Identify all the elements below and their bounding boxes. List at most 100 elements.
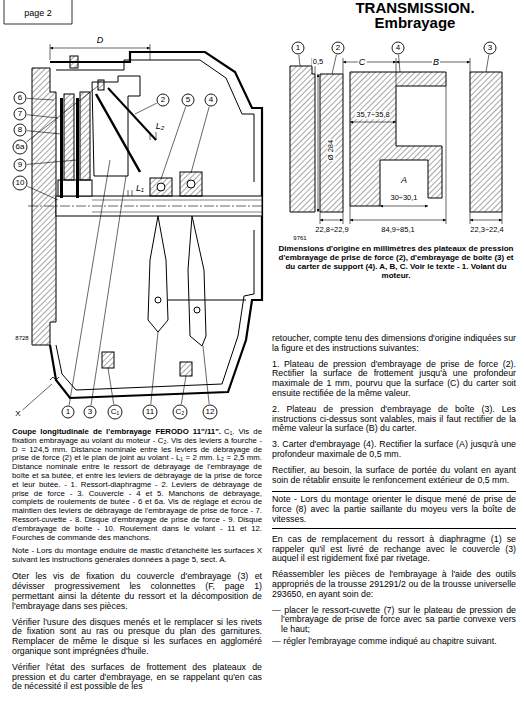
list-item: — placer le ressort-cuvette (7) sur le p…: [272, 606, 516, 635]
callout-number: 1: [296, 44, 300, 52]
callout-number: 10: [16, 179, 25, 187]
diaphragm-spring: [96, 94, 140, 172]
leader-line: [173, 405, 187, 419]
leader-line: [399, 55, 400, 72]
release-sleeve: [157, 183, 165, 191]
callout-number: 5: [186, 96, 190, 104]
note: Note - Lors du montage orienter le disqu…: [272, 491, 516, 528]
header-rule: [4, 0, 72, 24]
control-fork: [188, 216, 206, 346]
dimension-label: 84,9÷85,1: [380, 226, 415, 234]
caption-heading: Coupe longitudinale de l'embrayage FEROD…: [12, 427, 221, 436]
leader-line: [69, 160, 110, 405]
clutch-disc: [60, 98, 63, 198]
shaft: [28, 180, 262, 216]
leader-line: [108, 368, 114, 404]
dimension-line: [312, 58, 502, 224]
caption-text: C₁. Vis de fixation embrayage au volant …: [12, 427, 262, 542]
clutch-housing: [50, 52, 262, 398]
leader-line: [191, 107, 209, 173]
clutch-disc: [76, 98, 79, 198]
dimension-line: [446, 86, 447, 224]
control-fork: [148, 216, 246, 346]
leader-line: [14, 159, 26, 171]
figure-caption: Dimensions d'origine en millimètres des …: [276, 244, 516, 280]
paragraph: 3. Carter d'embrayage (4). Rectifier la …: [272, 440, 516, 460]
callout-number: 6: [18, 94, 22, 102]
release-sleeve: [150, 172, 202, 196]
clutch-cover: [98, 80, 104, 90]
dimension-line: [470, 58, 471, 72]
dimension-line: [128, 190, 129, 196]
callout-number: 11: [146, 408, 154, 416]
clutch-housing: [50, 52, 262, 398]
release-lever: [108, 88, 156, 140]
pressure-plate-section: [470, 72, 502, 212]
leader-line: [14, 92, 26, 104]
leader-line: [22, 384, 52, 410]
leader-line: [203, 405, 217, 419]
pressure-plate-section: [320, 74, 343, 212]
fixing-screw: [102, 352, 114, 368]
dimension-line: [50, 44, 156, 196]
leader-line: [332, 42, 344, 54]
paragraph: retoucher, compte tenu des dimensions d'…: [272, 334, 516, 354]
dimension-label: 35,7÷35,8: [355, 111, 390, 119]
pressure-plate-section: [320, 72, 502, 212]
leader-line: [84, 406, 96, 418]
dimension-label: 22,3÷22,4: [469, 226, 504, 234]
shaft: [28, 206, 262, 207]
dimension-line: [132, 190, 133, 196]
dimension-label: Ø 284: [327, 139, 335, 161]
leader-line: [26, 86, 98, 142]
dimension-line: [150, 132, 151, 140]
paragraph: Réassembler les pièces de l'embrayage à …: [272, 570, 516, 599]
clutch-disc: [64, 94, 74, 180]
leader-line: [392, 42, 404, 54]
callout-number: 4: [396, 44, 400, 52]
leader-line: [182, 94, 194, 106]
callout-number: 7: [18, 110, 22, 118]
clutch-housing: [70, 56, 78, 68]
dimension-line: [343, 212, 344, 224]
leader-line: [14, 108, 26, 120]
clutch-disc: [80, 92, 90, 180]
leader-line: [332, 55, 336, 74]
diaphragm-spring: [96, 94, 140, 172]
clutch-housing: [56, 60, 254, 182]
dimension-line: [50, 44, 51, 60]
leader-line: [27, 115, 58, 118]
dimension-line: [380, 206, 428, 207]
note-block: Note - Lors du montage enduire de mastic…: [12, 546, 262, 564]
dimension-label: B: [432, 58, 440, 67]
control-fork: [148, 216, 168, 332]
housing-section: [350, 72, 446, 206]
clutch-disc: [60, 92, 90, 198]
leader-line: [14, 124, 26, 136]
dimension-line: [350, 122, 396, 123]
callout-number: 9: [18, 161, 22, 169]
dimension-line: [50, 48, 150, 49]
dimension-line: [350, 220, 446, 221]
dimension-label: L₂: [156, 122, 164, 131]
release-sleeve: [180, 172, 202, 196]
body-text: Oter les vis de fixation du couvercle d'…: [12, 572, 262, 692]
clutch-cover: [92, 76, 140, 176]
leader-line: [108, 405, 122, 419]
callout-number: 3: [488, 44, 492, 52]
note: Note - Lors du montage enduire de mastic…: [12, 546, 262, 564]
control-fork: [194, 307, 200, 313]
paragraph: Vérifier l'usure des disques menés et le…: [12, 618, 262, 657]
release-lever: [108, 88, 156, 140]
control-fork: [168, 300, 246, 301]
surface-mark: X: [15, 410, 20, 418]
page-number: page 2: [24, 9, 52, 18]
shaft: [92, 200, 262, 201]
page-title: TRANSMISSION. Embrayage: [340, 0, 490, 30]
dimension-line: [396, 58, 397, 86]
figure-caption: Dimensions d'origine en millimètres des …: [276, 244, 516, 280]
dimension-line: [470, 220, 502, 221]
callout-number: 12: [206, 408, 215, 416]
flywheel: [32, 68, 56, 345]
